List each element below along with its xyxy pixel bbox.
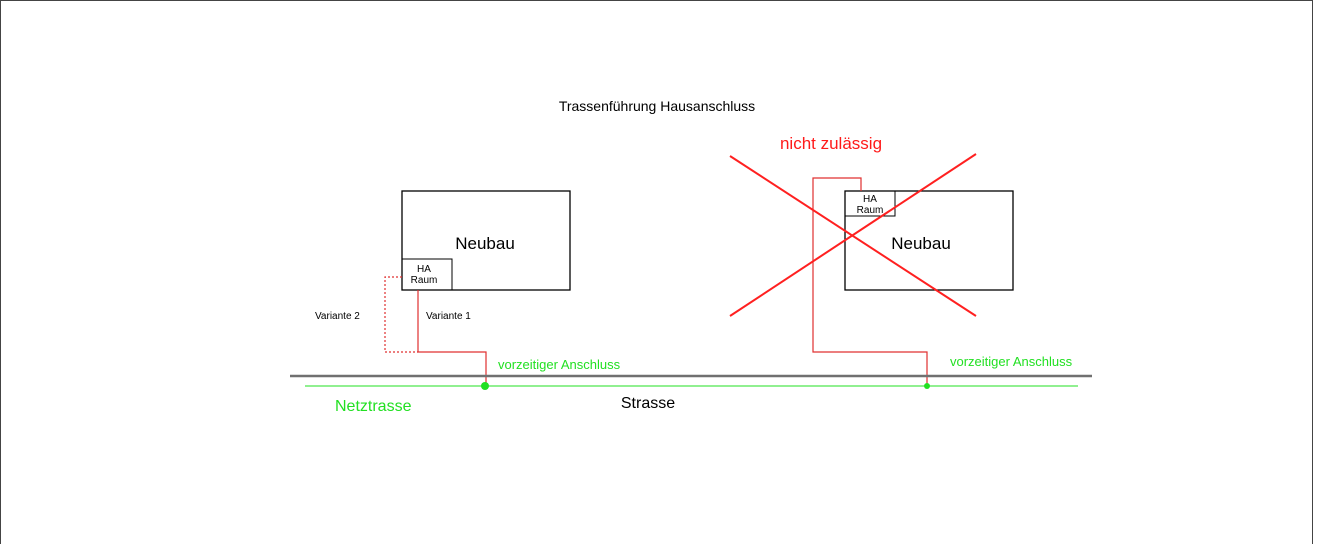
right-connection-label: vorzeitiger Anschluss bbox=[950, 354, 1073, 369]
right-connection-point bbox=[924, 383, 930, 389]
right-ha-room bbox=[844, 190, 896, 217]
network-label: Netztrasse bbox=[335, 398, 412, 415]
cross-line-2 bbox=[729, 153, 977, 317]
invalid-route-cable bbox=[812, 177, 928, 386]
left-ha-room-label-1: HA bbox=[417, 264, 431, 275]
left-building-label: Neubau bbox=[455, 234, 515, 253]
variant2-cable bbox=[384, 276, 418, 353]
left-building bbox=[401, 190, 571, 291]
right-ha-room-label-1: HA bbox=[863, 194, 877, 205]
variant2-label: Variante 2 bbox=[315, 311, 360, 322]
variant1-cable bbox=[417, 290, 487, 385]
not-allowed-label: nicht zulässig bbox=[780, 134, 882, 153]
diagram-title: Trassenführung Hausanschluss bbox=[559, 98, 755, 114]
right-ha-room-label-2: Raum bbox=[857, 205, 884, 216]
variant1-label: Variante 1 bbox=[426, 311, 471, 322]
left-connection-point bbox=[481, 382, 489, 390]
right-building-label: Neubau bbox=[891, 234, 951, 253]
left-ha-room-label-2: Raum bbox=[411, 275, 438, 286]
street-label: Strasse bbox=[621, 395, 675, 412]
left-connection-label: vorzeitiger Anschluss bbox=[498, 357, 621, 372]
left-ha-room bbox=[401, 258, 453, 291]
